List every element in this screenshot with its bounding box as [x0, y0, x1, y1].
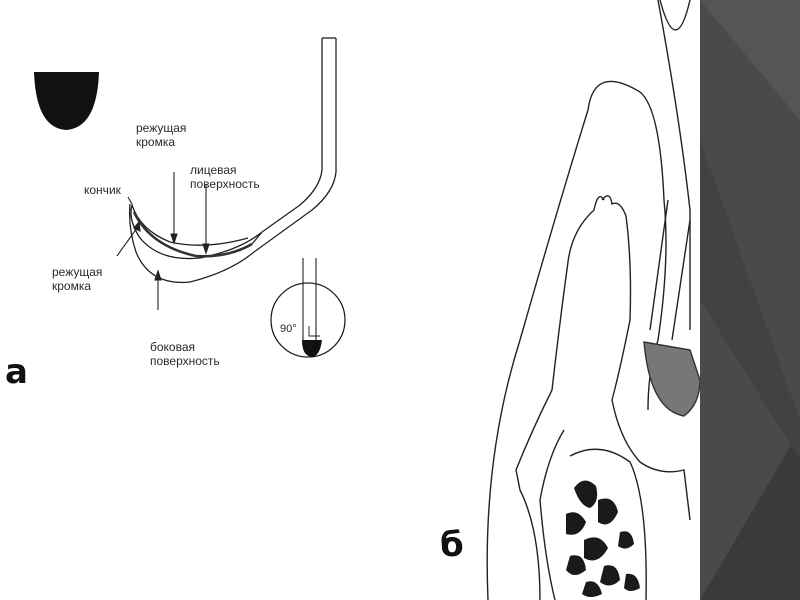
- label-angle: 90°: [280, 323, 297, 335]
- label-cutting-edge-top: режущая кромка: [136, 121, 186, 149]
- blade-cross-section-shape: [34, 72, 99, 130]
- label-lateral-line1: боковая: [150, 340, 196, 354]
- label-cutting-edge-left-line2: кромка: [52, 279, 92, 293]
- label-cutting-edge-top-line1: режущая: [136, 121, 187, 135]
- label-face-line1: лицевая: [190, 163, 237, 177]
- angle-inset: [270, 258, 346, 358]
- tooth-gum-section: [486, 0, 701, 600]
- label-cutting-edge-left: режущая кромка: [52, 265, 102, 293]
- label-face-line2: поверхность: [190, 177, 260, 191]
- label-cutting-edge-left-line1: режущая: [52, 265, 103, 279]
- annotation-arrows: [116, 172, 210, 310]
- panel-letter-a: а: [5, 352, 28, 392]
- label-cutting-edge-top-line2: кромка: [136, 135, 176, 149]
- decorative-side-panel: [700, 0, 800, 600]
- label-tip: кончик: [84, 183, 121, 197]
- label-lateral-line2: поверхность: [150, 354, 220, 368]
- panel-letter-b: б: [440, 525, 464, 565]
- label-face-surface: лицевая поверхность: [190, 163, 260, 191]
- label-lateral-surface: боковая поверхность: [150, 340, 220, 368]
- bone-trabeculae: [566, 480, 640, 597]
- curette-instrument: [128, 37, 337, 284]
